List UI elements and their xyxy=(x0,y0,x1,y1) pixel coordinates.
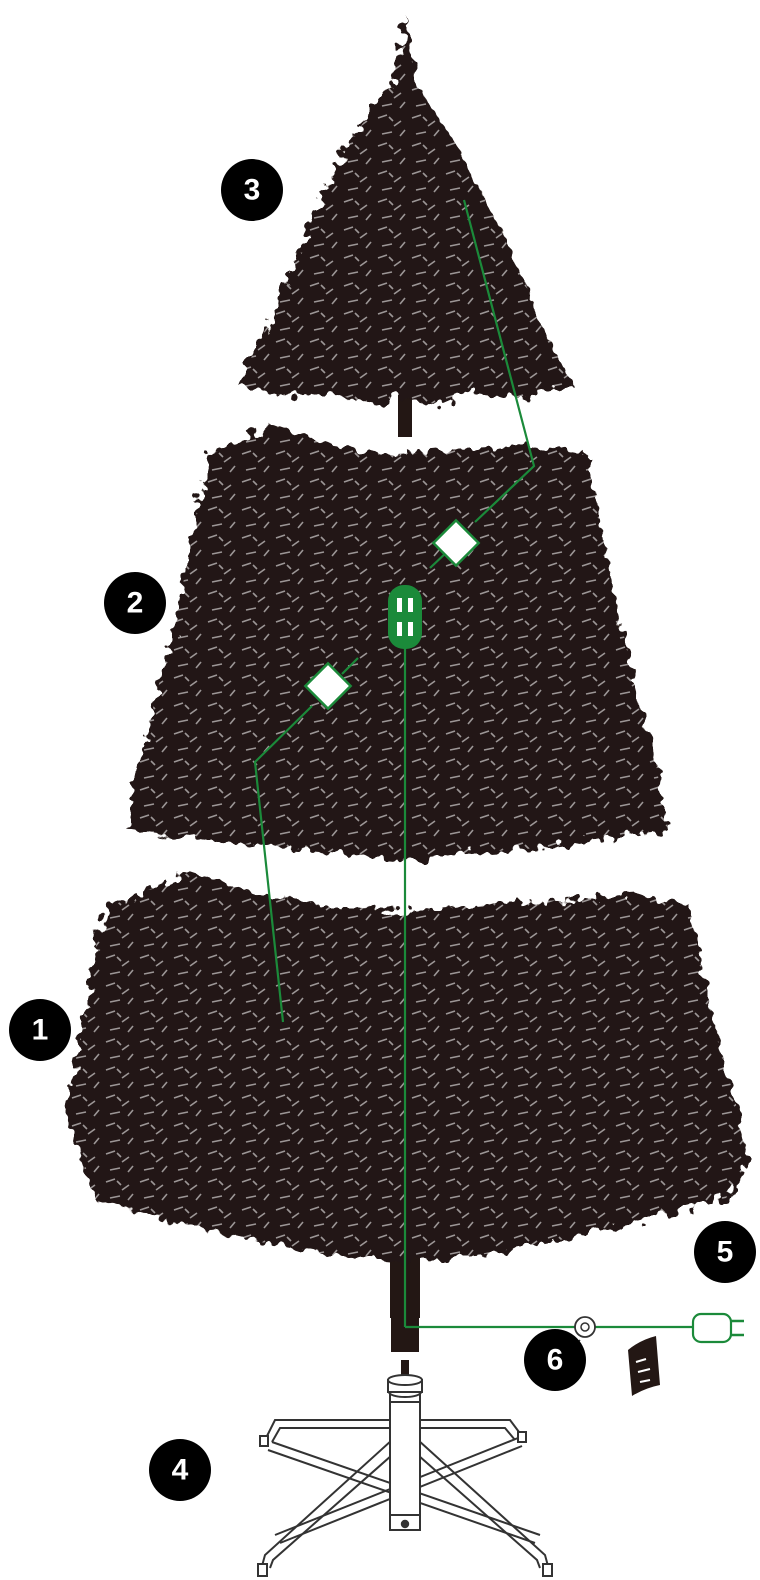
light-wiring xyxy=(253,199,695,1329)
callout-badge-5: 5 xyxy=(694,1221,756,1283)
spare-fuse-icon xyxy=(628,1336,660,1396)
top-section-wire xyxy=(462,199,536,523)
bottom-section xyxy=(65,872,748,1352)
callout-number: 4 xyxy=(172,1454,189,1487)
bottom-connector-lead xyxy=(341,657,359,675)
callout-number: 3 xyxy=(244,174,261,207)
top-section xyxy=(238,14,572,437)
callout-number: 5 xyxy=(717,1236,734,1269)
top-section-trunk xyxy=(398,395,412,437)
callout-badge-2: 2 xyxy=(104,572,166,634)
stand xyxy=(257,1374,553,1577)
bottom-section-wire xyxy=(253,705,313,1023)
callout-badge-6: 6 xyxy=(524,1329,586,1391)
callout-badge-4: 4 xyxy=(149,1439,211,1501)
callout-number: 1 xyxy=(32,1014,49,1047)
diamond-plug-icon xyxy=(431,518,481,568)
callout-number: 2 xyxy=(127,587,144,620)
power-plug-icon xyxy=(691,1312,744,1344)
diamond-plug-icon xyxy=(303,661,353,711)
callout-badge-1: 1 xyxy=(9,999,71,1061)
callout-number: 6 xyxy=(547,1344,564,1377)
power-outlet-icon xyxy=(388,585,422,649)
callout-badge-3: 3 xyxy=(221,159,283,221)
